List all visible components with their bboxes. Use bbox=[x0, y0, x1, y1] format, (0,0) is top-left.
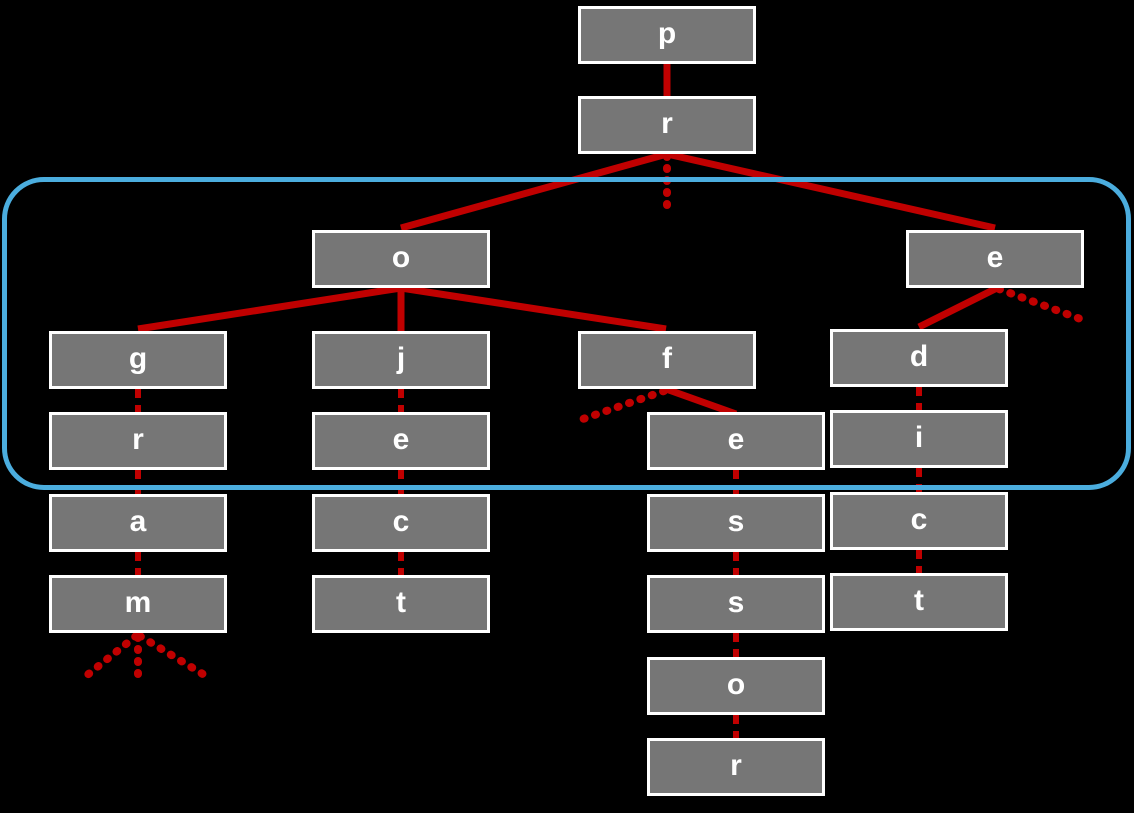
tree-node-label: s bbox=[727, 586, 745, 619]
tree-node-label: e bbox=[392, 423, 410, 456]
tree-node-label: d bbox=[909, 340, 929, 373]
tree-node-n_o[interactable]: o bbox=[312, 230, 490, 288]
tree-node-label: r bbox=[132, 423, 144, 456]
tree-node-n_s1[interactable]: s bbox=[647, 494, 825, 552]
tree-node-label: g bbox=[128, 342, 148, 375]
tree-node-n_f[interactable]: f bbox=[578, 331, 756, 389]
tree-node-label: c bbox=[910, 503, 928, 536]
tree-node-label: i bbox=[914, 421, 924, 454]
tree-node-label: m bbox=[124, 586, 152, 619]
tree-node-label: o bbox=[391, 241, 411, 274]
tree-node-label: t bbox=[396, 586, 406, 619]
tree-node-label: p bbox=[657, 17, 677, 50]
tree-node-n_c2[interactable]: c bbox=[830, 492, 1008, 550]
tree-node-label: a bbox=[129, 505, 147, 538]
tree-node-n_t1[interactable]: t bbox=[312, 575, 490, 633]
tree-node-label: r bbox=[661, 107, 673, 140]
tree-node-label: t bbox=[914, 584, 924, 617]
tree-node-n_p[interactable]: p bbox=[578, 6, 756, 64]
tree-node-label: e bbox=[986, 241, 1004, 274]
tree-node-n_d[interactable]: d bbox=[830, 329, 1008, 387]
tree-node-label: e bbox=[727, 423, 745, 456]
tree-node-n_e1[interactable]: e bbox=[906, 230, 1084, 288]
tree-node-label: j bbox=[396, 342, 406, 375]
tree-node-label: o bbox=[726, 668, 746, 701]
tree-node-n_t2[interactable]: t bbox=[830, 573, 1008, 631]
tree-node-n_r1[interactable]: r bbox=[578, 96, 756, 154]
tree-node-label: f bbox=[662, 342, 672, 375]
tree-node-n_c1[interactable]: c bbox=[312, 494, 490, 552]
tree-node-n_e3[interactable]: e bbox=[647, 412, 825, 470]
tree-node-n_o2[interactable]: o bbox=[647, 657, 825, 715]
tree-node-label: c bbox=[392, 505, 410, 538]
tree-node-n_e2[interactable]: e bbox=[312, 412, 490, 470]
tree-node-label: s bbox=[727, 505, 745, 538]
tree-node-n_m[interactable]: m bbox=[49, 575, 227, 633]
tree-node-n_r2[interactable]: r bbox=[49, 412, 227, 470]
tree-node-n_i[interactable]: i bbox=[830, 410, 1008, 468]
tree-node-n_s2[interactable]: s bbox=[647, 575, 825, 633]
tree-node-n_r3[interactable]: r bbox=[647, 738, 825, 796]
tree-node-n_a[interactable]: a bbox=[49, 494, 227, 552]
tree-node-label: r bbox=[730, 749, 742, 782]
tree-node-n_g[interactable]: g bbox=[49, 331, 227, 389]
tree-node-n_j[interactable]: j bbox=[312, 331, 490, 389]
